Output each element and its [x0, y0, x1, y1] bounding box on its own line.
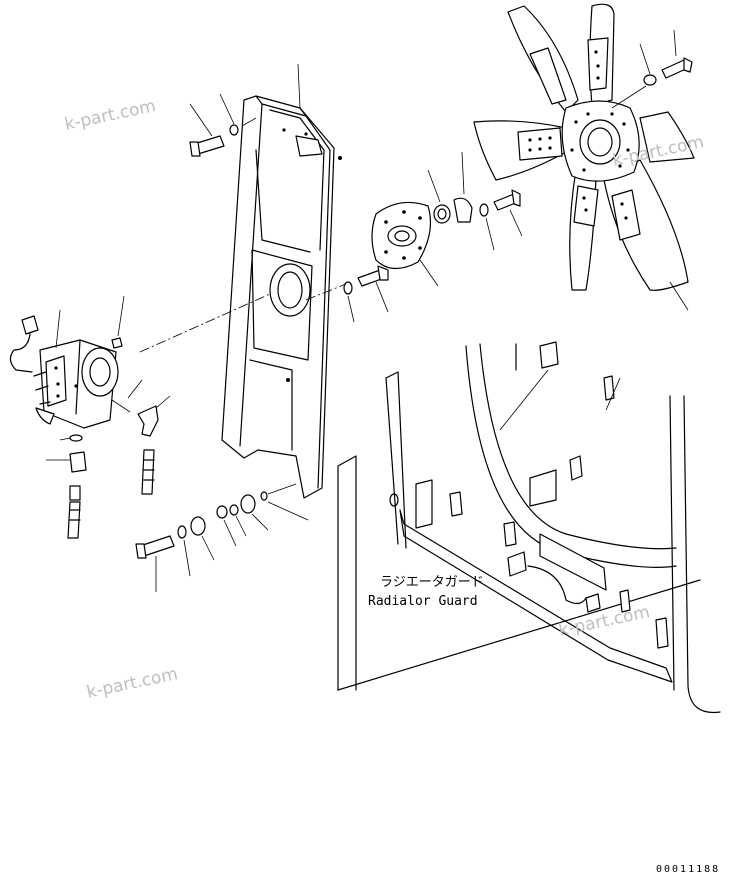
fan-pulley-assembly [343, 151, 523, 323]
fan-bracket [135, 63, 347, 592]
radiator-guard-label-jp: ラジエータガード [380, 575, 484, 590]
cooling-fan [473, 3, 695, 311]
radiator-guard-label-en: Radialor Guard [368, 594, 478, 609]
watermark: k-part.com [557, 602, 652, 641]
radiator-guard [337, 341, 721, 714]
watermark: k-part.com [85, 664, 180, 703]
hydraulic-motor [9, 295, 171, 539]
watermark: k-part.com [63, 96, 158, 135]
figure-code: 00011188 [656, 864, 720, 875]
